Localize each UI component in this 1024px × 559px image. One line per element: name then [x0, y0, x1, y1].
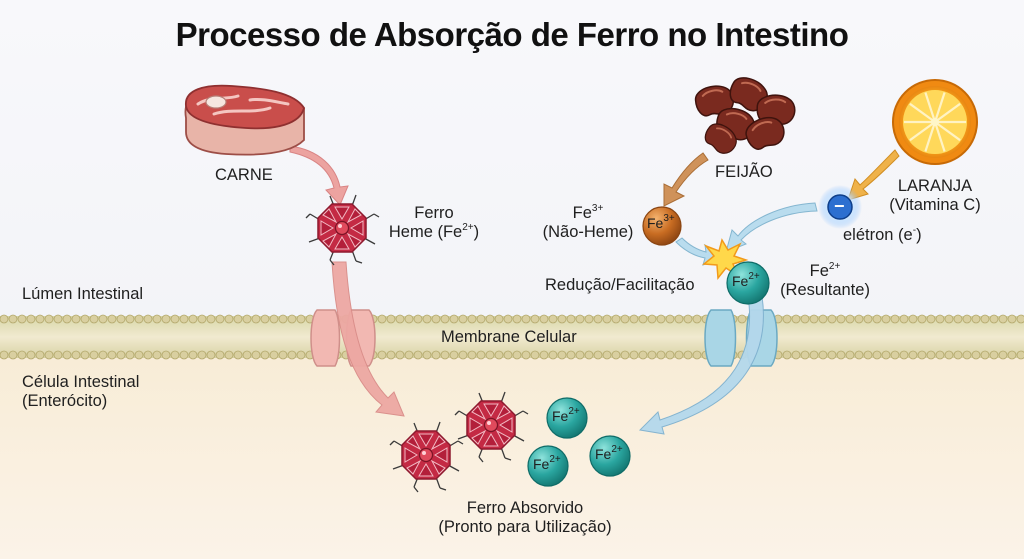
- resultant-iron-label: Fe2+ (Resultante): [780, 261, 870, 299]
- fe2-ion-label-absorbed-1: Fe2+: [552, 406, 580, 425]
- fe2-ion-label-resultant: Fe2+: [732, 271, 760, 290]
- fe2-ion-label-absorbed-3: Fe2+: [595, 444, 623, 463]
- cell-region: [0, 352, 1024, 559]
- lumen-region: [0, 0, 1024, 322]
- membrane-label: Membrane Celular: [441, 328, 577, 346]
- beans-to-fe3-arrow: [663, 152, 709, 207]
- fe2-ion-resultant: [726, 261, 770, 305]
- orange-icon: [892, 79, 978, 165]
- electron-particle: [827, 194, 853, 220]
- electron-label: elétron (e-): [843, 225, 922, 245]
- heme-iron-label: Ferro Heme (Fe2+): [388, 204, 480, 241]
- meat-icon: [184, 84, 305, 156]
- beans-label: FEIJÃO: [715, 163, 773, 181]
- heme-absorption-arrow: [331, 261, 405, 417]
- page-title: Processo de Absorção de Ferro no Intesti…: [175, 16, 849, 53]
- fe2-ion-label-absorbed-2: Fe2+: [533, 454, 561, 473]
- fe3-ion: [642, 206, 682, 246]
- meat-label: CARNE: [215, 166, 273, 184]
- lumen-label: Lúmen Intestinal: [22, 285, 144, 303]
- reduction-label: Redução/Facilitação: [545, 276, 695, 294]
- electron-sign: −: [834, 196, 845, 216]
- fe2-ion-absorbed-1: [546, 397, 588, 439]
- orange-label: LARANJA (Vitamina C): [889, 177, 981, 214]
- meat-to-heme-arrow: [289, 145, 349, 206]
- nonheme-iron-label: Fe3+ (Não-Heme): [542, 203, 634, 241]
- fe2-ion-absorbed-3: [589, 435, 631, 477]
- cell-label: Célula Intestinal (Enterócito): [22, 373, 140, 410]
- reaction-burst-icon: [702, 238, 749, 280]
- absorbed-iron-label: Ferro Absorvido (Pronto para Utilização): [438, 499, 612, 536]
- fe2-absorption-arrow: [638, 295, 764, 435]
- fe2-ion-absorbed-2: [527, 445, 569, 487]
- fe3-ion-label: Fe3+: [647, 213, 675, 232]
